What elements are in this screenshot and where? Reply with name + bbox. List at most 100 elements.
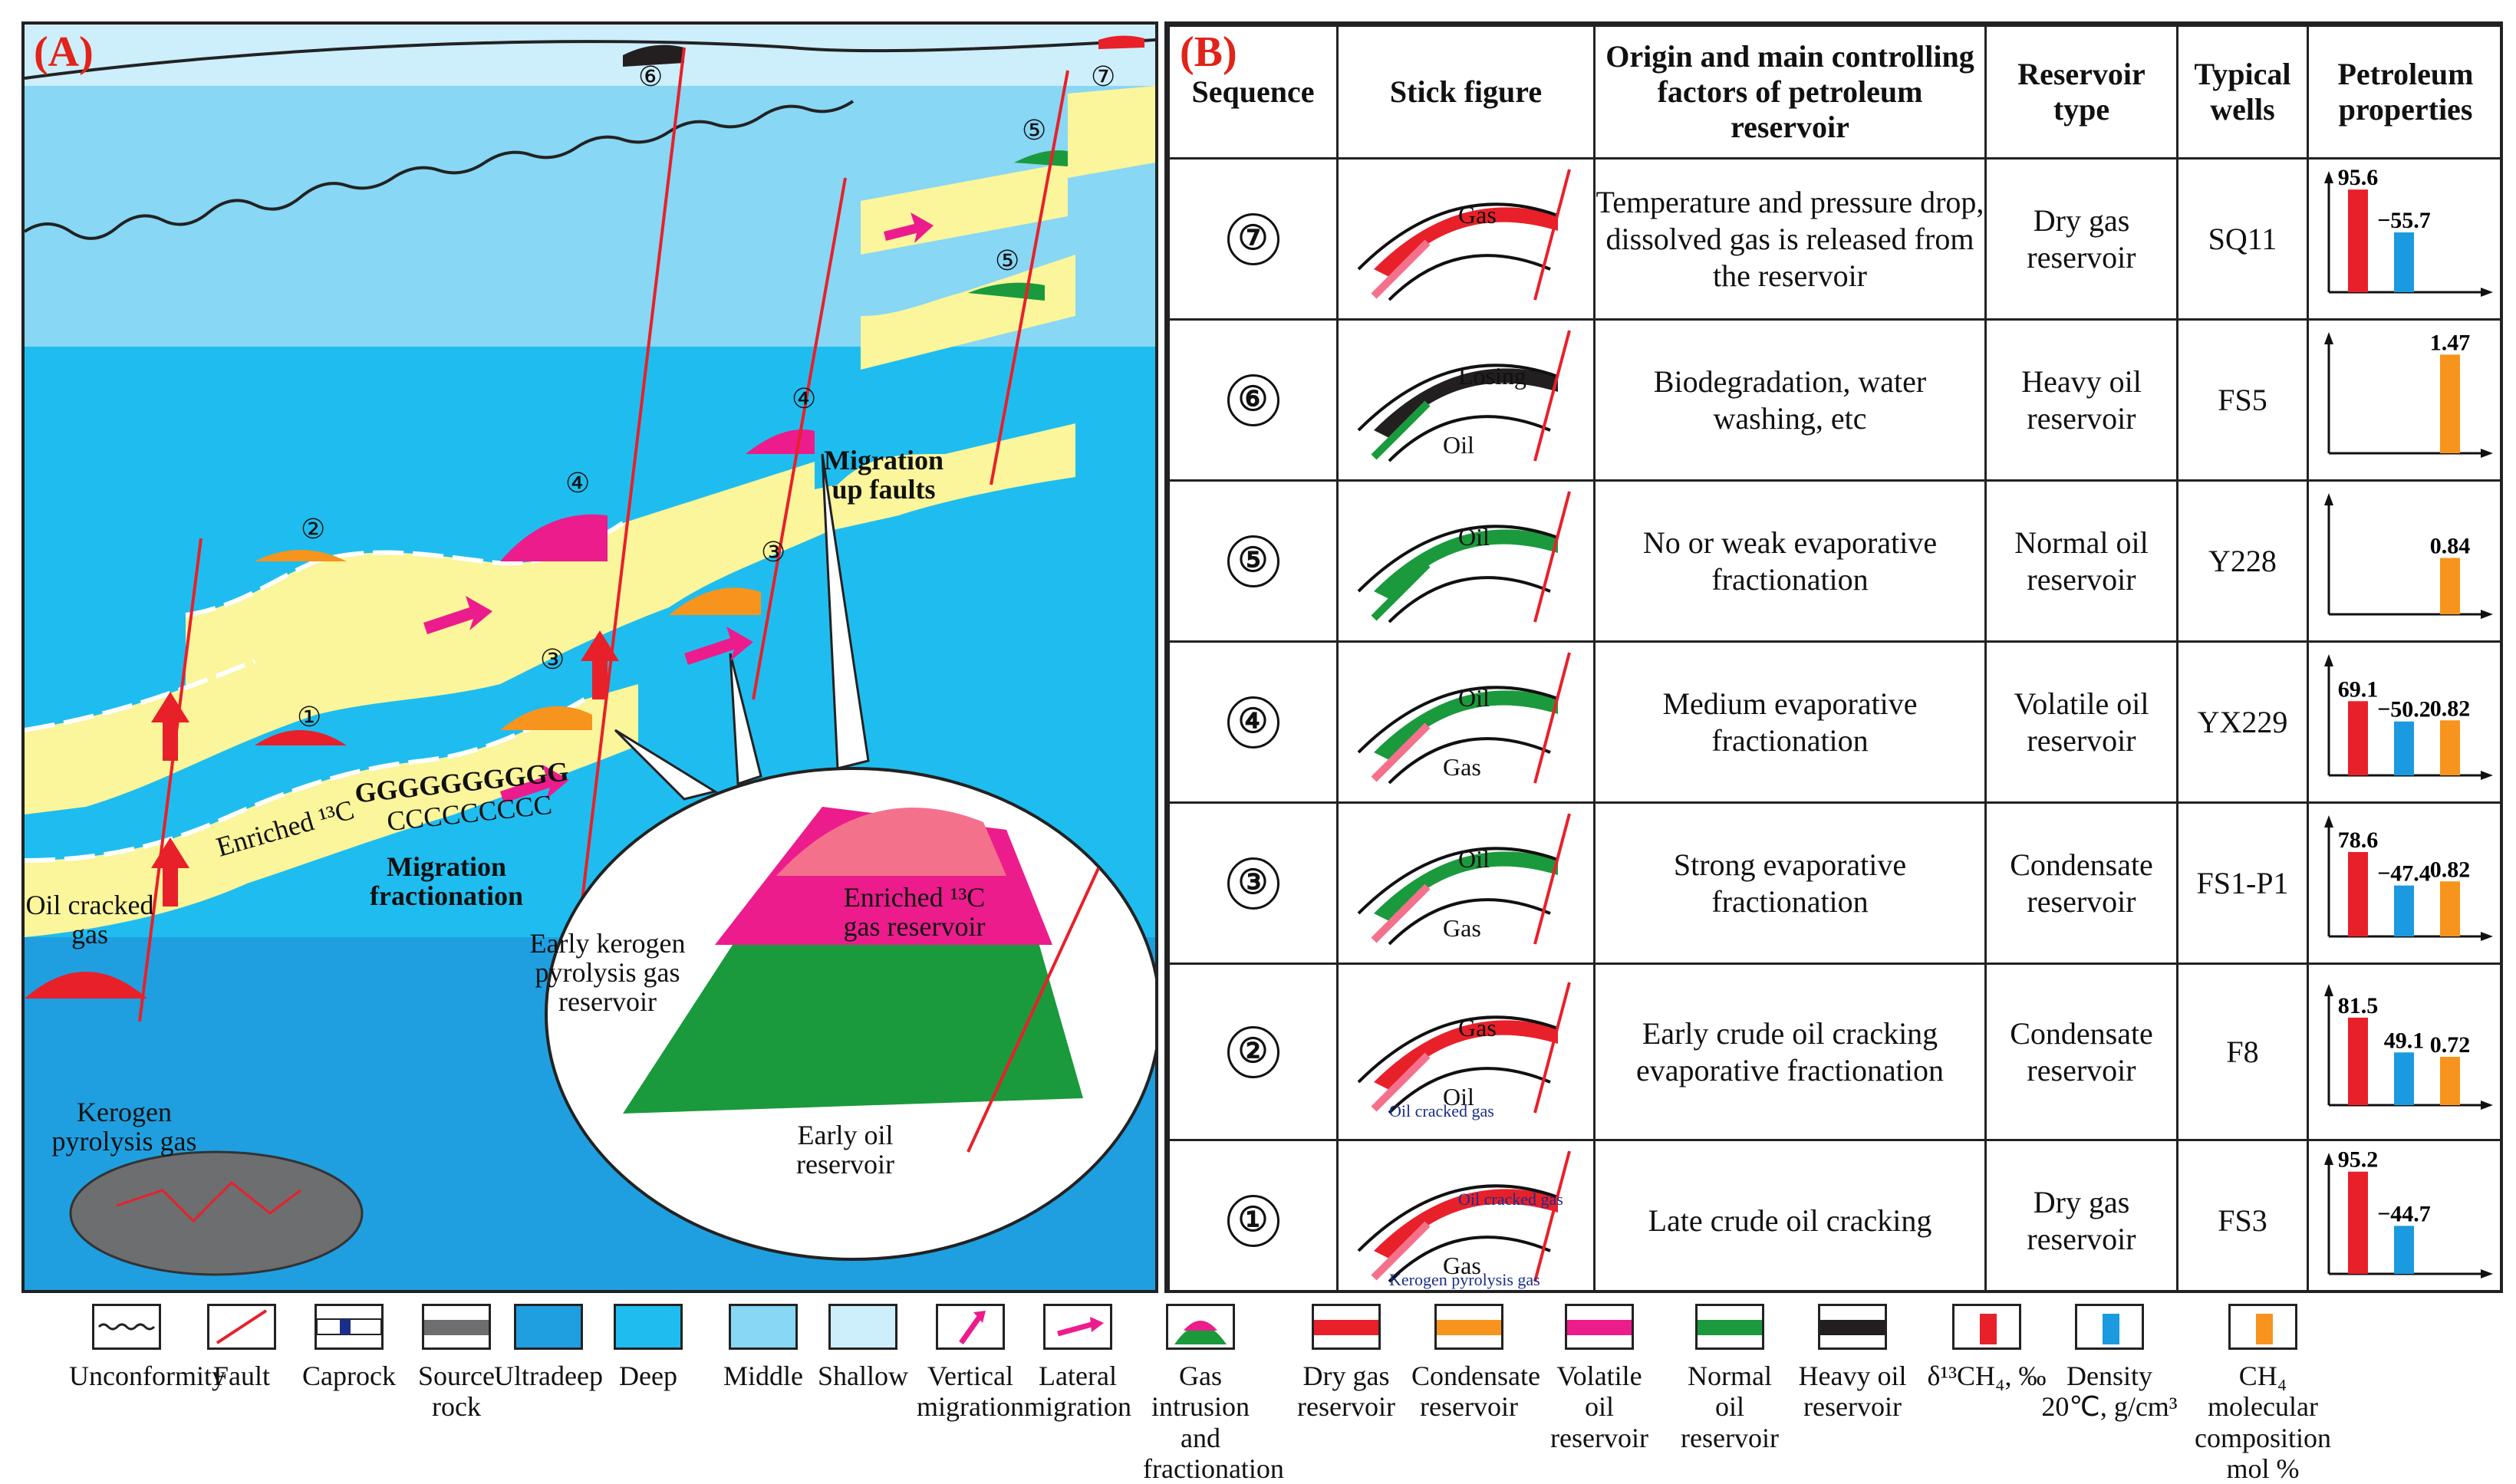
oil-cracked-gas-label: Oil cracked gas <box>25 890 154 949</box>
origin-cell: Medium evaporative fractionation <box>1593 640 1987 804</box>
reservoir-table: Sequence Stick figure Origin and main co… <box>1167 25 2500 1290</box>
panel-a: (A) Oil cracked gas Kerogen pyrolysis ga… <box>21 21 1158 1293</box>
legend-label: Condensate reservoir <box>1411 1361 1540 1423</box>
reservoir-condensate-3a <box>500 706 592 730</box>
fault-line <box>1533 491 1571 623</box>
migration-arrow <box>1371 1052 1431 1112</box>
x-axis-arrowhead <box>2481 771 2493 780</box>
legend-label: CH₄ molecular composition mol % <box>2195 1361 2331 1484</box>
base-line <box>1388 576 1551 624</box>
bar-label: 0.82 <box>2430 857 2471 882</box>
base-line <box>1388 1067 1551 1114</box>
cap-line <box>1357 847 1559 915</box>
y-axis-arrowhead <box>2324 984 2333 996</box>
well-cell: YX229 <box>2176 640 2309 804</box>
fault-line <box>1533 813 1571 945</box>
y-axis-arrowhead <box>2324 332 2333 344</box>
reservoir-cap <box>1374 690 1558 760</box>
legend-swatch-lateral-migration <box>1043 1304 1112 1350</box>
reservoir-dry-gas-1 <box>255 730 347 745</box>
reservoir-volatile-4a <box>500 514 608 561</box>
properties-chart: 95.6−55.7 <box>2324 165 2493 297</box>
marker-7: ⑦ <box>1091 61 1116 92</box>
legend-swatch-caprock <box>314 1304 384 1350</box>
x-axis-arrowhead <box>2481 288 2493 297</box>
cap-line <box>1357 202 1559 271</box>
enriched-13c-gas-label: Enriched ¹³C gas reservoir <box>843 882 986 942</box>
geologic-cross-section <box>25 25 1155 1290</box>
legend-label: Volatile oil reservoir <box>1550 1361 1648 1453</box>
well-cell: FS5 <box>2176 318 2309 482</box>
stick-figure: Gas <box>1357 169 1571 301</box>
bar-ch4 <box>2440 1057 2460 1105</box>
fault-line <box>1533 330 1571 462</box>
stick-label: Oil cracked gas <box>1389 1101 1494 1120</box>
bar-label: 78.6 <box>2338 828 2379 853</box>
fault-4 <box>990 70 1069 485</box>
bar-density <box>2394 1226 2414 1274</box>
legend-label: Shallow <box>817 1361 908 1391</box>
legend-label: Density 20℃, g/cm³ <box>2041 1361 2178 1423</box>
marker-4a: ④ <box>565 468 591 499</box>
vertical-migration-arrows <box>151 630 619 907</box>
well-cell: Y228 <box>2176 479 2309 643</box>
legend-label: Ultradeep <box>494 1361 603 1391</box>
reservoir-cap <box>1374 529 1558 599</box>
properties-cell: 95.6−55.7 <box>2307 157 2500 321</box>
stick-figure-cell: Oil <box>1336 479 1596 643</box>
fault-2 <box>575 47 686 946</box>
legend-item-shallow: Shallow <box>805 1304 920 1391</box>
cap-line <box>1357 525 1559 593</box>
caprock-line-1 <box>25 659 256 732</box>
reservoir-cap <box>1374 207 1558 277</box>
reservoir-type-cell: Condensate reservoir <box>1984 962 2178 1141</box>
x-axis-arrowhead <box>2481 449 2493 458</box>
header-petroleum-properties: Petroleum properties <box>2307 25 2500 160</box>
legend-item-middle: Middle <box>706 1304 821 1391</box>
legend-item-caprock: Caprock <box>291 1304 407 1391</box>
properties-chart: 0.84 <box>2324 493 2493 619</box>
header-typical-wells: Typical wells <box>2176 25 2309 160</box>
legend-label: δ¹³CH₄, ‰ <box>1927 1361 2047 1391</box>
fault-line <box>1533 169 1571 301</box>
lateral-migration-arrows <box>423 212 934 803</box>
bar-density <box>2394 721 2414 775</box>
carrier-bed-middle <box>186 462 815 699</box>
sequence-cell: ① <box>1167 1139 1339 1290</box>
legend-swatch-d13c <box>1952 1304 2021 1350</box>
panel-a-label: (A) <box>34 28 94 76</box>
unconformity-wavy <box>25 100 855 240</box>
legend-swatch-deep <box>614 1304 683 1350</box>
stick-label: Oil <box>1443 431 1474 459</box>
carrier-bed-top <box>1068 86 1155 178</box>
legend-item-dry-gas: Dry gas reservoir <box>1289 1304 1404 1423</box>
kerogen-pyrolysis-gas-label: Kerogen pyrolysis gas <box>51 1097 197 1157</box>
legend-swatch-normal-oil <box>1695 1304 1764 1350</box>
bar-label: 81.5 <box>2338 993 2379 1018</box>
unconformity-line <box>25 38 1155 80</box>
legend-item-condensate: Condensate reservoir <box>1411 1304 1540 1423</box>
source-rock-pattern <box>116 1180 301 1223</box>
header-reservoir-type: Reservoir type <box>1984 25 2178 160</box>
reservoir-type-cell: Dry gas reservoir <box>1984 157 2178 321</box>
legend-label: Caprock <box>302 1361 396 1391</box>
marker-2: ② <box>301 514 326 545</box>
bubble-pointer-3 <box>821 453 870 770</box>
sequence-number: ⑦ <box>1227 212 1279 265</box>
sequence-number: ③ <box>1227 857 1279 910</box>
legend-swatch-ch4 <box>2228 1304 2297 1350</box>
early-oil-label: Early oil reservoir <box>796 1120 894 1180</box>
bubble-fault <box>967 867 1100 1153</box>
